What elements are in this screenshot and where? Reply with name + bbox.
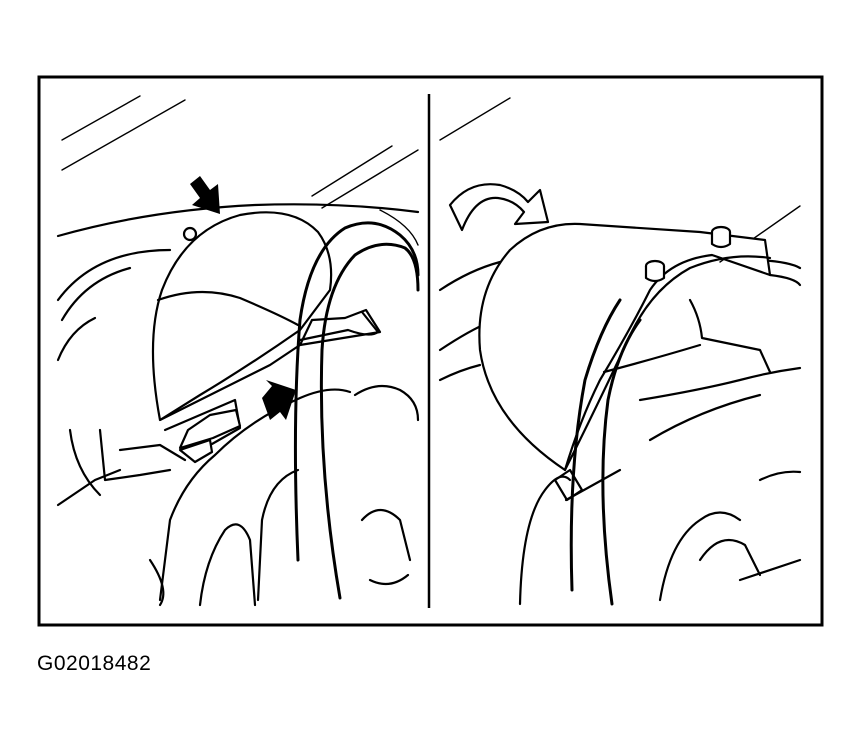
right-panel [438, 97, 802, 606]
push-up-arrow-icon [262, 380, 296, 420]
left-panel [56, 95, 420, 607]
figure-code-label: G02018482 [37, 652, 152, 675]
push-down-arrow-icon [190, 176, 220, 214]
figure-frame [37, 75, 824, 627]
curved-rotate-arrow-icon [448, 183, 550, 232]
